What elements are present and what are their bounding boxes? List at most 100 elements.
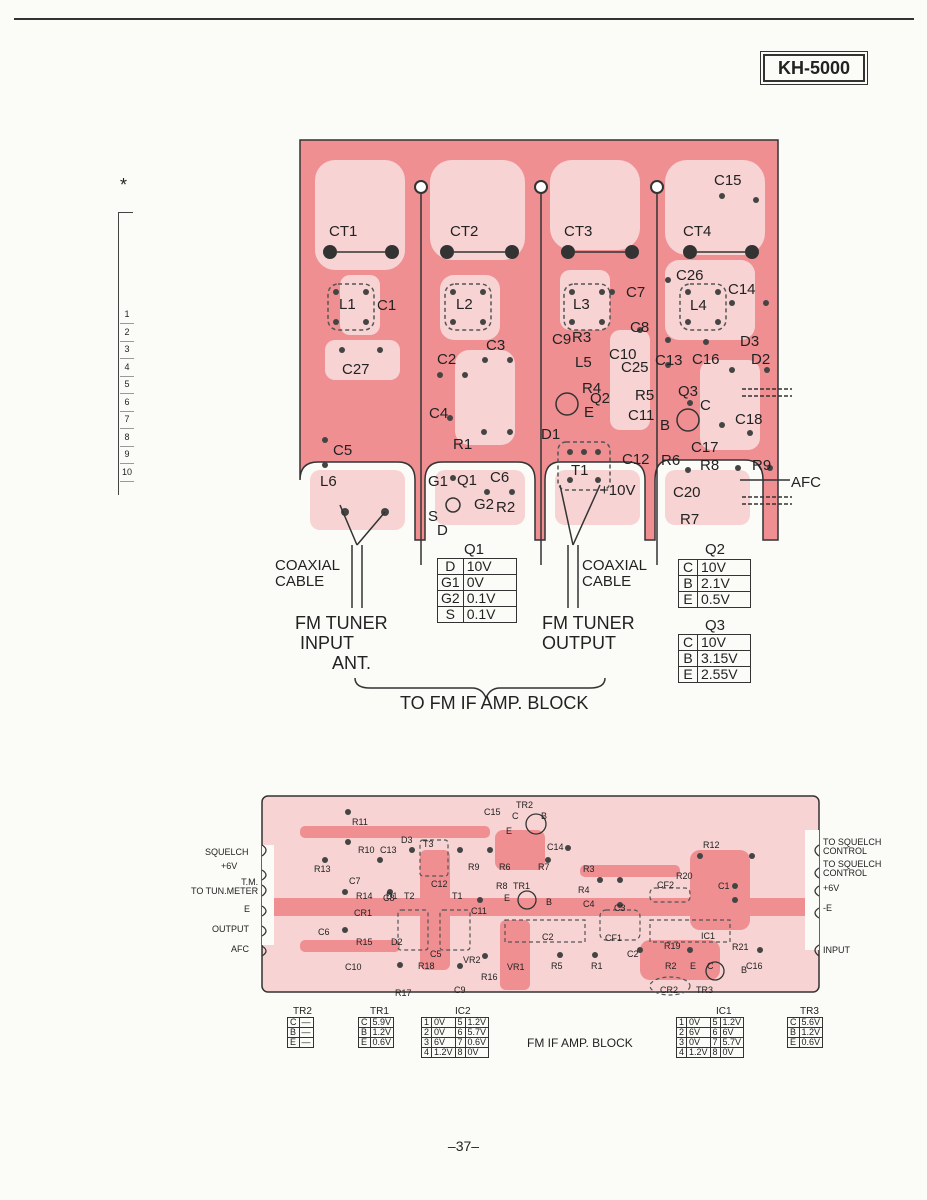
component-label: E — [690, 961, 697, 971]
table-cell: 0V — [431, 1027, 456, 1038]
component-label: E — [504, 893, 511, 903]
table-cell: B — [358, 1027, 371, 1038]
table-cell: C — [358, 1017, 371, 1028]
component-label: CR1 — [354, 908, 373, 918]
component-label: TR3 — [696, 985, 714, 995]
component-label: R2 — [665, 961, 677, 971]
component-label: G2 — [474, 496, 495, 513]
table-cell: S — [437, 606, 464, 623]
table-cell: 10V — [697, 559, 751, 576]
component-label: R9 — [468, 862, 480, 872]
table-cell: — — [298, 1017, 314, 1028]
table-cell: 5.7V — [464, 1027, 490, 1038]
component-label: C2 — [627, 949, 639, 959]
if-pcb-traces — [262, 826, 819, 990]
to-if-amp-label: TO FM IF AMP. BLOCK — [400, 693, 589, 713]
component-label: C4 — [583, 899, 595, 909]
table-cell: 6V — [719, 1027, 745, 1038]
table-cell: 7 — [709, 1037, 721, 1048]
side-index-number: 4 — [120, 359, 134, 377]
component-label: L2 — [456, 296, 473, 313]
table-cell: 2 — [675, 1027, 688, 1038]
table-cell: D — [437, 558, 464, 575]
tuner-ant-label: ANT. — [332, 653, 372, 673]
if-terminal-brackets — [261, 844, 820, 957]
table-cell: 2 — [420, 1027, 433, 1038]
left-terminal-label: SQUELCH — [205, 847, 249, 857]
component-label: R4 — [582, 380, 602, 397]
side-index-box — [118, 212, 133, 495]
afc-connectors — [740, 388, 792, 505]
table-cell: B — [787, 1027, 800, 1038]
if-pcb-cutouts — [262, 830, 819, 950]
left-terminal-label: OUTPUT — [212, 924, 249, 934]
if-block-title: FM IF AMP. BLOCK — [527, 1036, 633, 1050]
table-cell: 1.2V — [719, 1017, 745, 1028]
table-cell: E — [678, 591, 698, 608]
table-cell: 0.6V — [369, 1037, 395, 1048]
component-label: CF2 — [657, 880, 675, 890]
table-cell: 2.55V — [697, 666, 751, 683]
table-cell: 0.6V — [464, 1037, 490, 1048]
side-index-number: 1 — [120, 306, 134, 324]
component-label: L6 — [320, 473, 337, 490]
q2-title: Q2 — [705, 541, 726, 558]
component-label: TR1 — [513, 881, 531, 891]
component-label: R17 — [395, 988, 412, 998]
shield-lines — [420, 193, 658, 565]
component-label: C8 — [383, 893, 395, 903]
component-label: Q1 — [457, 472, 478, 489]
component-label: CT1 — [329, 223, 358, 240]
tuner-input-sub: INPUT — [300, 633, 354, 653]
asterisk-mark: * — [120, 175, 128, 195]
component-label: C26 — [676, 267, 704, 284]
top-rule — [14, 18, 914, 20]
component-label: R5 — [635, 387, 655, 404]
component-label: R11 — [352, 817, 368, 827]
coaxial-label-left: COAXIAL CABLE — [275, 557, 341, 590]
component-label: VR2 — [463, 955, 481, 965]
component-label: R15 — [356, 937, 373, 947]
component-label: C14 — [728, 281, 756, 298]
component-label: R14 — [356, 891, 373, 901]
component-label: C8 — [630, 319, 650, 336]
component-label: CR2 — [660, 985, 679, 995]
table-cell: 0V — [462, 574, 517, 591]
left-terminal-label: +6V — [221, 861, 238, 871]
component-label: B — [660, 417, 671, 434]
component-label: C11 — [471, 906, 487, 916]
component-label: C1 — [718, 881, 730, 891]
q1-title: Q1 — [464, 541, 485, 558]
component-label: R12 — [703, 840, 720, 850]
side-index-number: 10 — [120, 464, 134, 482]
tr3-title: TR3 — [800, 1006, 819, 1017]
component-label: C27 — [342, 361, 370, 378]
side-index-number: 8 — [120, 429, 134, 447]
side-index-number: 2 — [120, 324, 134, 342]
q3-title: Q3 — [705, 617, 726, 634]
table-cell: 0V — [686, 1037, 711, 1048]
component-label: VR1 — [507, 962, 525, 972]
table-cell: — — [298, 1037, 314, 1048]
component-label: B — [546, 897, 553, 907]
component-label: C12 — [622, 451, 650, 468]
side-index-number: 7 — [120, 411, 134, 429]
component-label: E — [506, 826, 513, 836]
component-label: C6 — [318, 927, 330, 937]
component-label: L1 — [339, 296, 356, 313]
tuner-input-label: FM TUNER — [295, 613, 388, 633]
table-cell: 0V — [719, 1047, 745, 1058]
component-label: R7 — [538, 862, 550, 872]
